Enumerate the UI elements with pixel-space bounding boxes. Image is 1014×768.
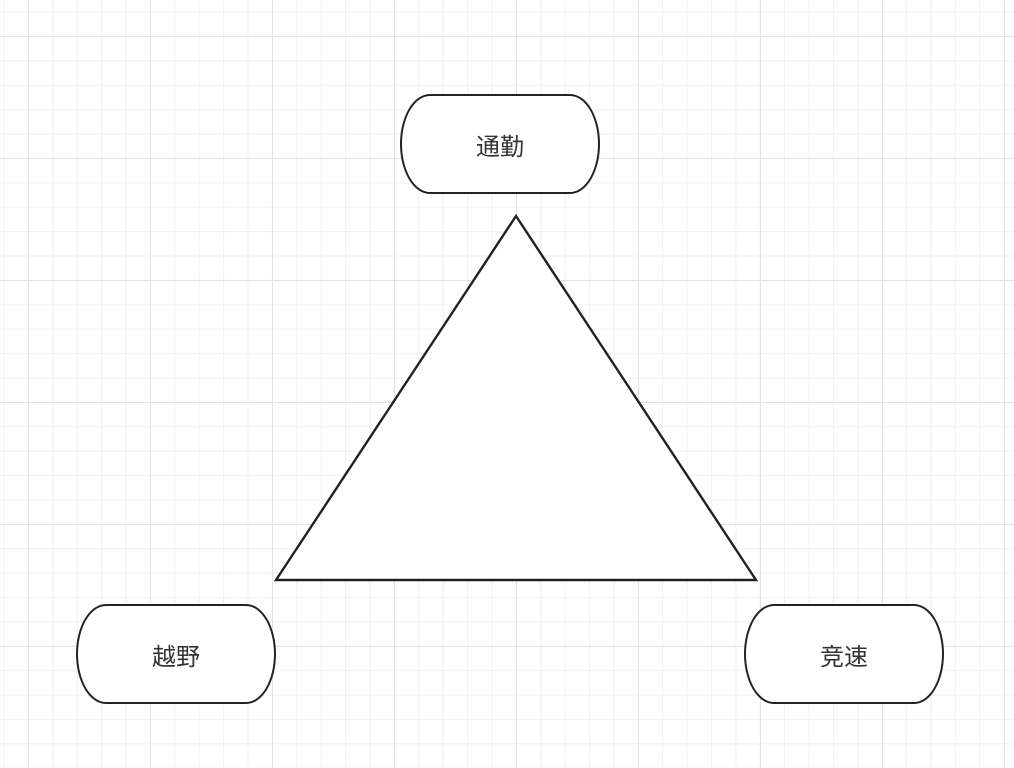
- node-offroad-label: 越野: [152, 642, 200, 671]
- node-racing[interactable]: 竞速: [744, 604, 944, 704]
- node-offroad[interactable]: 越野: [76, 604, 276, 704]
- node-commute-label: 通勤: [476, 132, 524, 161]
- node-commute[interactable]: 通勤: [400, 94, 600, 194]
- node-racing-label: 竞速: [820, 642, 868, 671]
